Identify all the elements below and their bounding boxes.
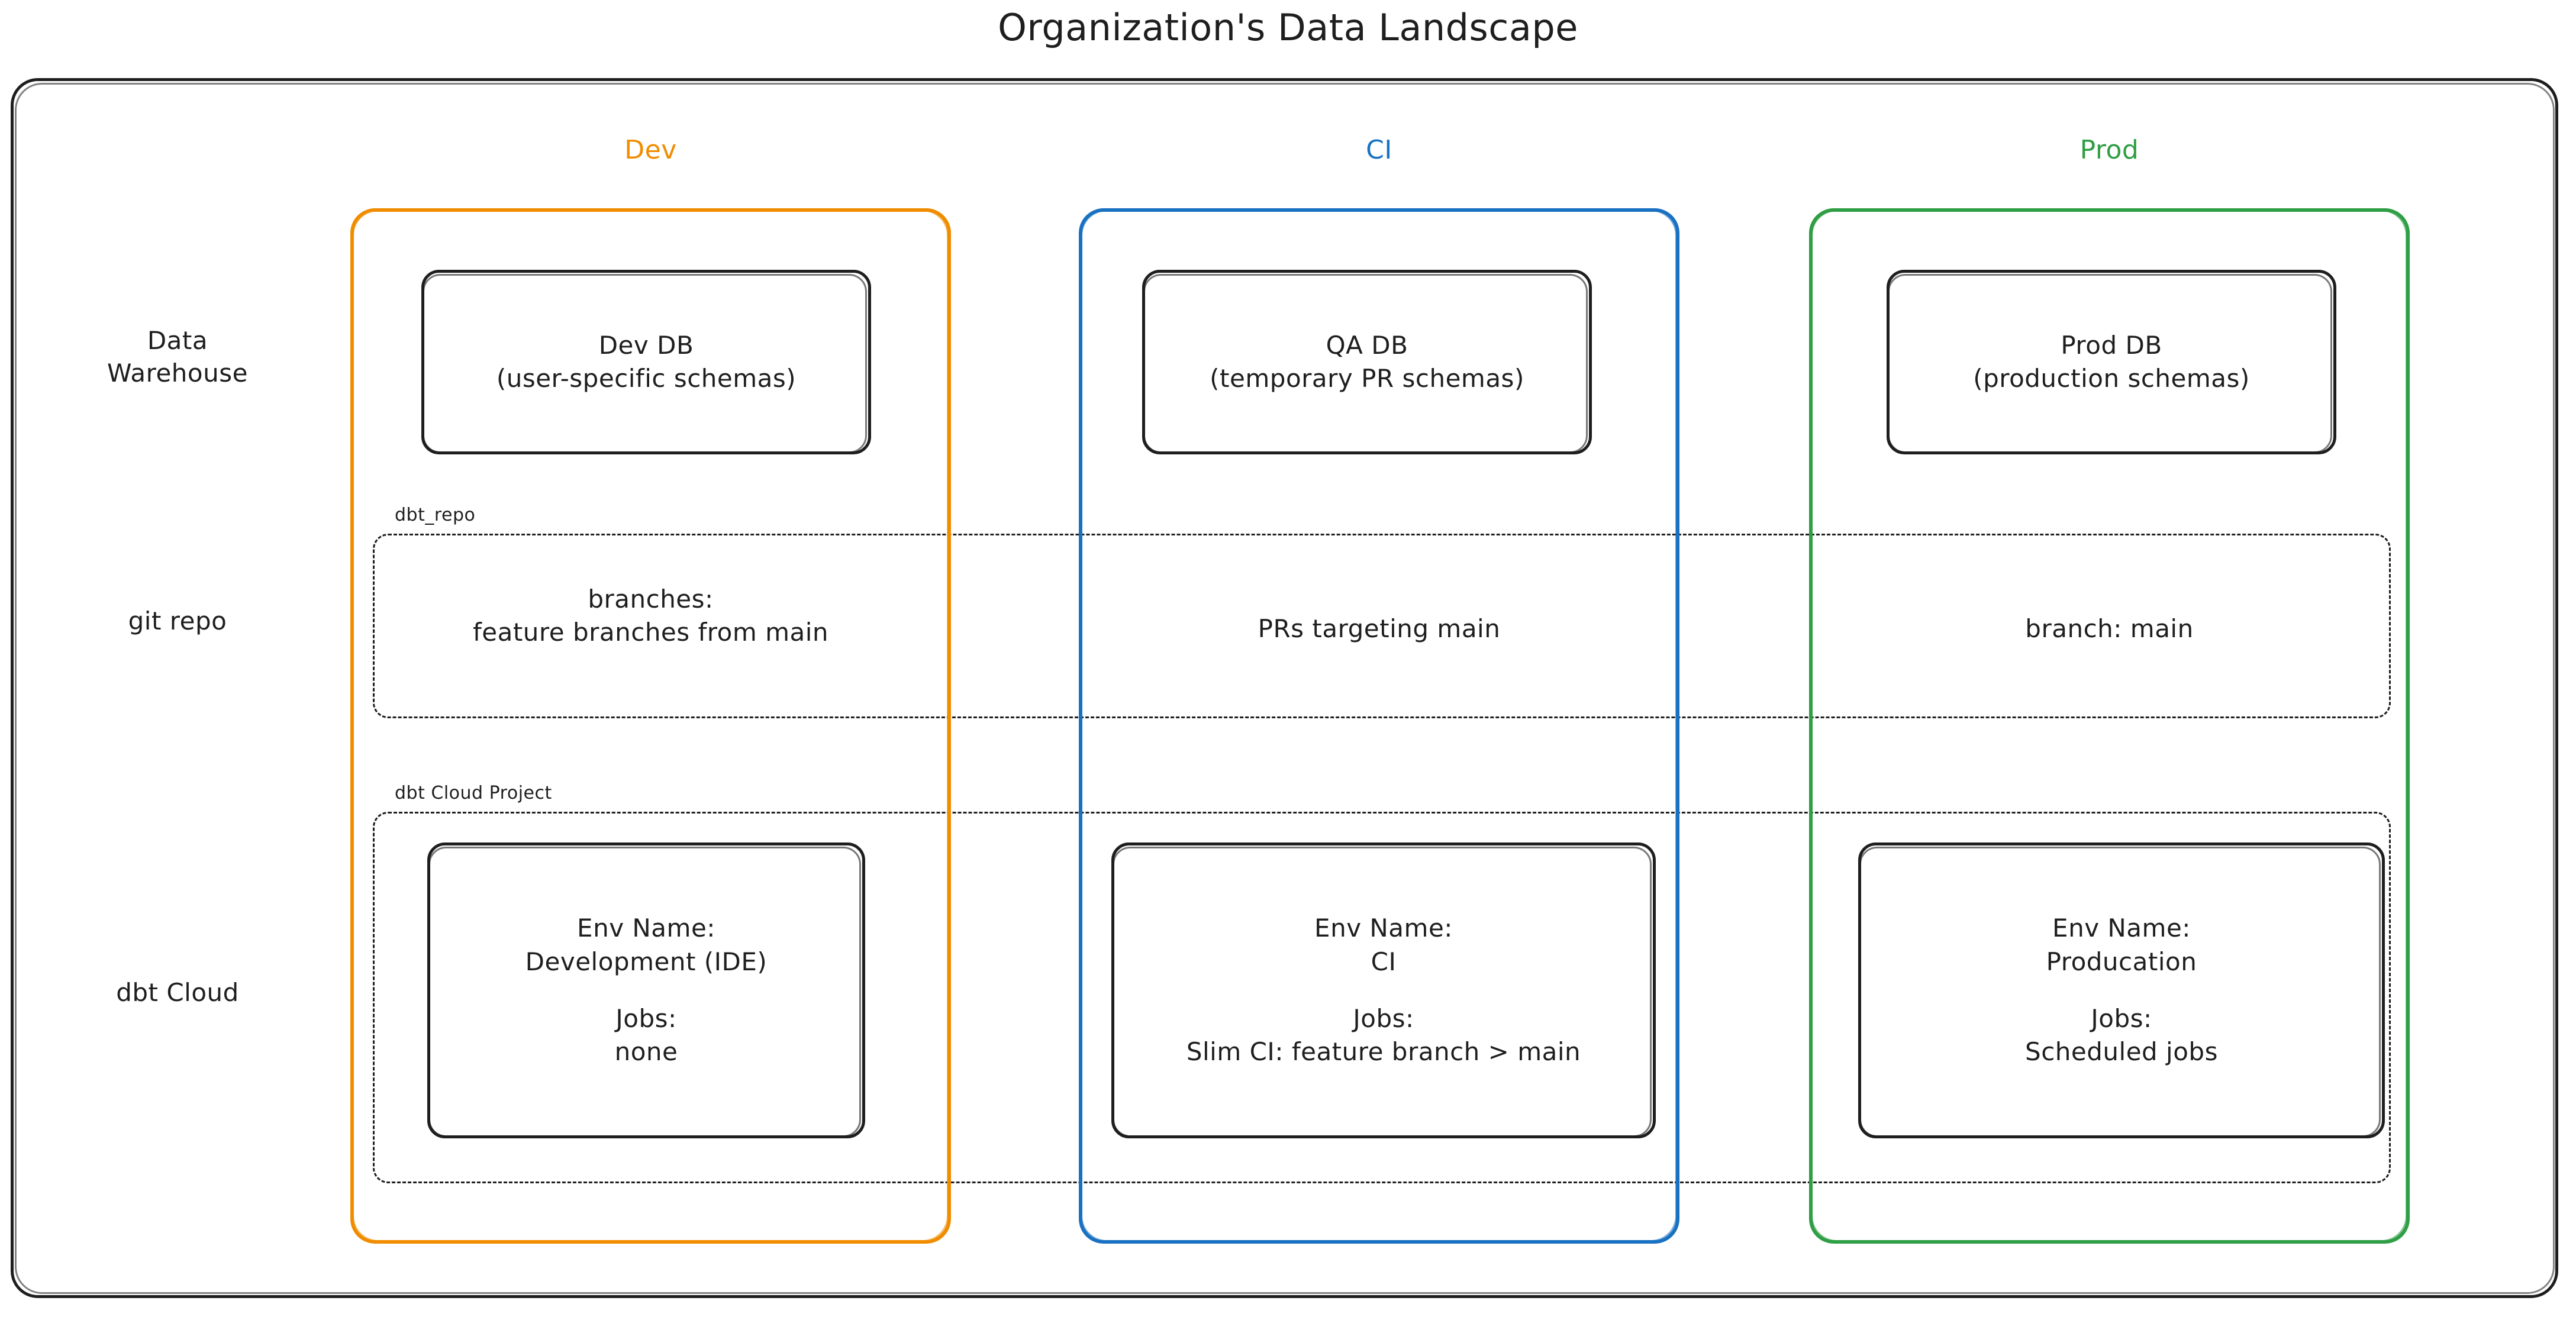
git-repo-text-dev: branches: feature branches from main [472,585,829,647]
column-heading-ci: CI [1366,135,1392,165]
row-label-git-repo: git repo [128,606,227,635]
qa-db-detail: (temporary PR schemas) [1210,364,1524,393]
row-label-data-warehouse: Data Warehouse [107,326,248,388]
card-prod-db: Prod DB (production schemas) [1887,270,2336,454]
group-dbt-repo: dbt_repo [373,505,2391,718]
qa-db-name: QA DB [1326,330,1408,360]
card-env-prod: Env Name: Producation Jobs: Scheduled jo… [1858,843,2385,1138]
ci-jobs-value: Slim CI: feature branch > main [1186,1037,1581,1067]
page-title: Organization's Data Landscape [998,6,1578,49]
column-heading-dev: Dev [624,135,677,165]
prod-db-name: Prod DB [2061,330,2162,360]
dev-jobs-value: none [614,1037,678,1067]
dev-db-name: Dev DB [598,330,694,360]
prod-db-detail: (production schemas) [1973,364,2250,393]
ci-env-name: CI [1371,947,1397,976]
group-label-dbt-repo: dbt_repo [395,505,476,525]
group-dbt-cloud-project: dbt Cloud Project [373,783,2391,1183]
git-repo-text-prod: branch: main [2025,614,2194,643]
group-label-dbt-cloud-project: dbt Cloud Project [395,783,552,803]
row-label-dbt-cloud: dbt Cloud [116,978,239,1007]
ci-env-name-label: Env Name: [1314,913,1453,943]
env-column-prod [1809,208,2410,1244]
card-env-dev: Env Name: Development (IDE) Jobs: none [427,843,865,1138]
prod-env-name-label: Env Name: [2052,913,2191,943]
dev-env-name-label: Env Name: [577,913,715,943]
prod-env-name: Producation [2046,947,2197,976]
env-column-ci [1079,208,1679,1244]
env-column-dev [350,208,951,1244]
prod-jobs-label: Jobs: [2091,1004,2152,1033]
column-heading-prod: Prod [2080,135,2139,165]
card-qa-db: QA DB (temporary PR schemas) [1142,270,1592,454]
dev-db-detail: (user-specific schemas) [496,364,797,393]
dev-env-name: Development (IDE) [525,947,768,976]
ci-jobs-label: Jobs: [1353,1004,1414,1033]
dev-jobs-label: Jobs: [615,1004,677,1033]
card-dev-db: Dev DB (user-specific schemas) [421,270,871,454]
card-env-ci: Env Name: CI Jobs: Slim CI: feature bran… [1111,843,1656,1138]
outer-frame [11,78,2558,1298]
prod-jobs-value: Scheduled jobs [2025,1037,2218,1067]
git-repo-text-ci: PRs targeting main [1258,614,1501,643]
